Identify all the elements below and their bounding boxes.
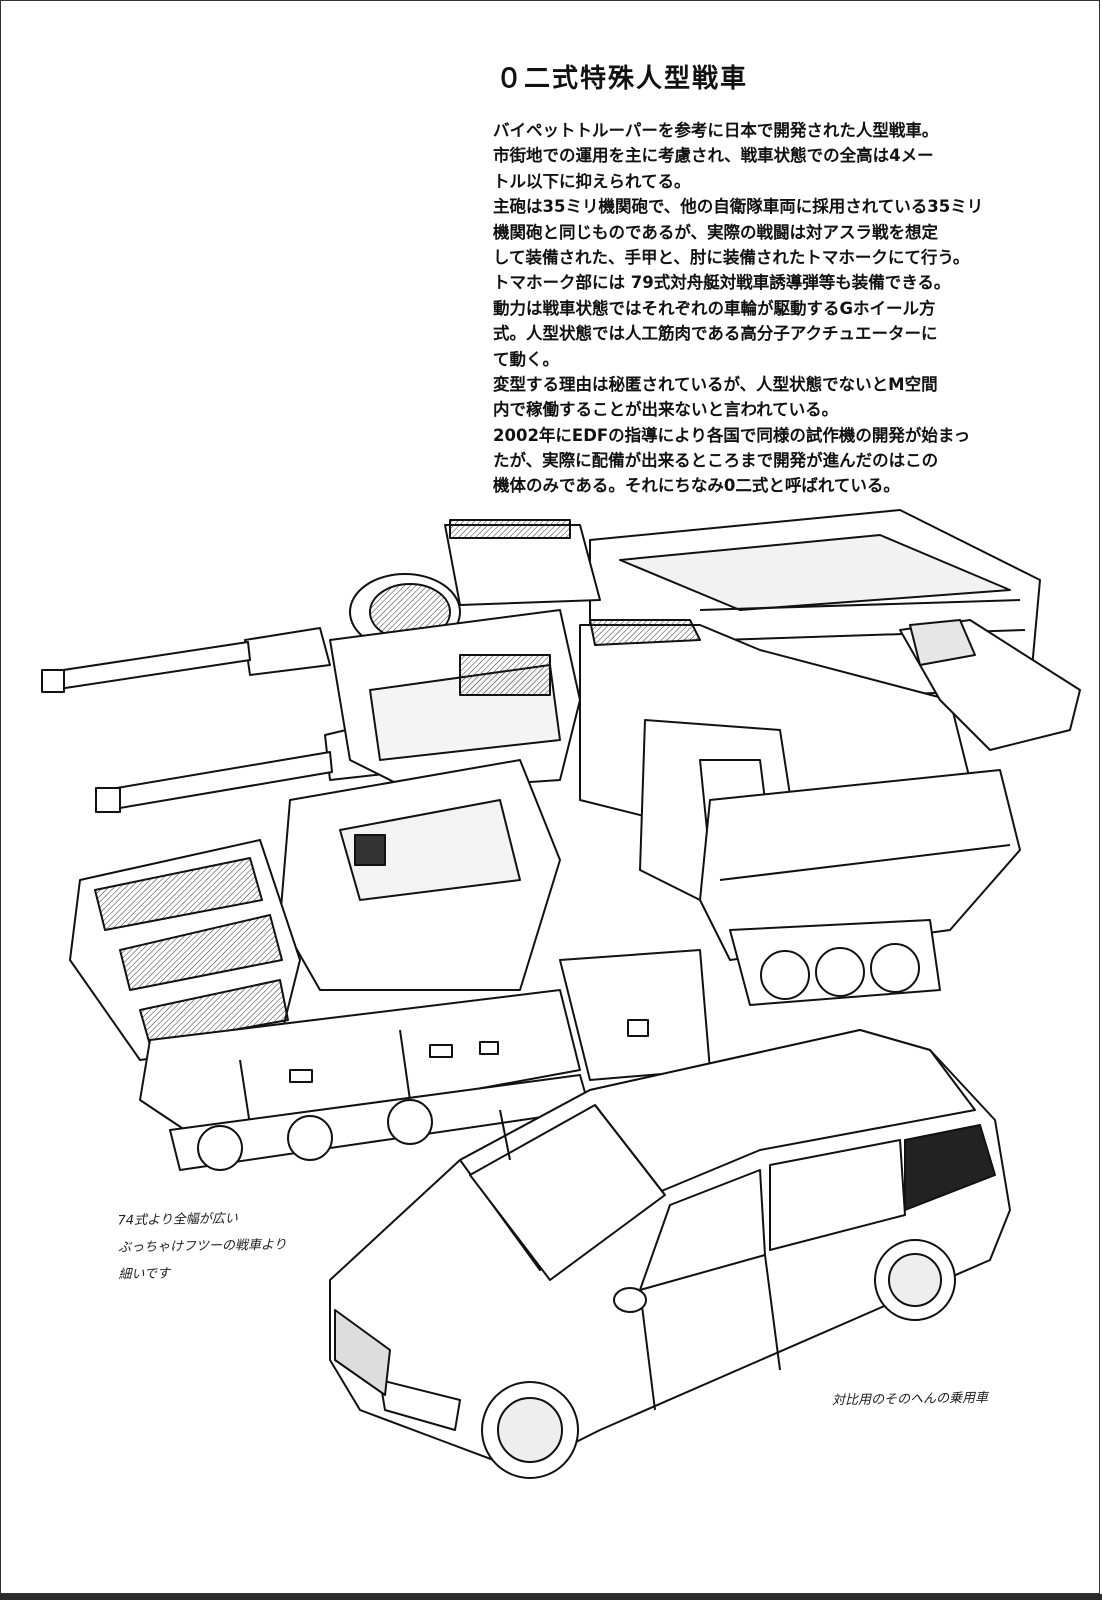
description-line: 主砲は35ミリ機関砲で、他の自衛隊車両に採用されている35ミリ [493,197,984,217]
description-line: 内で稼働することが出来ないと言われている。 [493,400,839,420]
car-drawing [329,1029,1011,1479]
description-block: バイペットトルーパーを参考に日本で開発された人型戦車。 市街地での運用を主に考慮… [493,118,1013,499]
page-title: ０二式特殊人型戦車 [496,64,749,94]
description-line: トマホーク部には 79式対舟艇対戦車誘導弾等も装備できる。 [493,273,951,293]
tank-and-car-illustration [41,509,1081,1479]
description-line: 市街地での運用を主に考慮され、戦車状態での全高は4メー [493,146,934,166]
description-line: 式。人型状態では人工筋肉である高分子アクチュエーターに [493,324,938,344]
note-line: 74式より全幅が広い [117,1211,238,1229]
description-line: て動く。 [493,349,559,369]
tank-drawing [41,509,1081,1171]
note-line: 細いです [118,1266,171,1283]
bottom-bar [0,1594,1102,1600]
description-line: して装備された、手甲と、肘に装備されたトマホークにて行う。 [493,247,970,267]
description-line: 2002年にEDFの指導により各国で同様の試作機の開発が始まっ [493,425,971,445]
description-line: 変型する理由は秘匿されているが、人型状態でないとM空間 [493,374,938,394]
description-line: トル以下に抑えられてる。 [493,171,691,191]
handwritten-note-right: 対比用のそのへんの乗用車 [831,1390,989,1409]
description-line: 機関砲と同じものであるが、実際の戦闘は対アスラ戦を想定 [493,222,939,242]
handwritten-note-left: 74式より全幅が広い ぶっちゃけフツーの戦車より 細いです [117,1205,288,1289]
description-line: たが、実際に配備が出来るところまで開発が進んだのはこの [493,451,939,471]
description-line: 機体のみである。それにちなみ0二式と呼ばれている。 [493,476,900,496]
description-line: バイペットトルーパーを参考に日本で開発された人型戦車。 [493,121,939,140]
description-line: 動力は戦車状態ではそれぞれの車輪が駆動するGホイール方 [493,298,936,318]
note-line: ぶっちゃけフツーの戦車より [117,1237,287,1256]
